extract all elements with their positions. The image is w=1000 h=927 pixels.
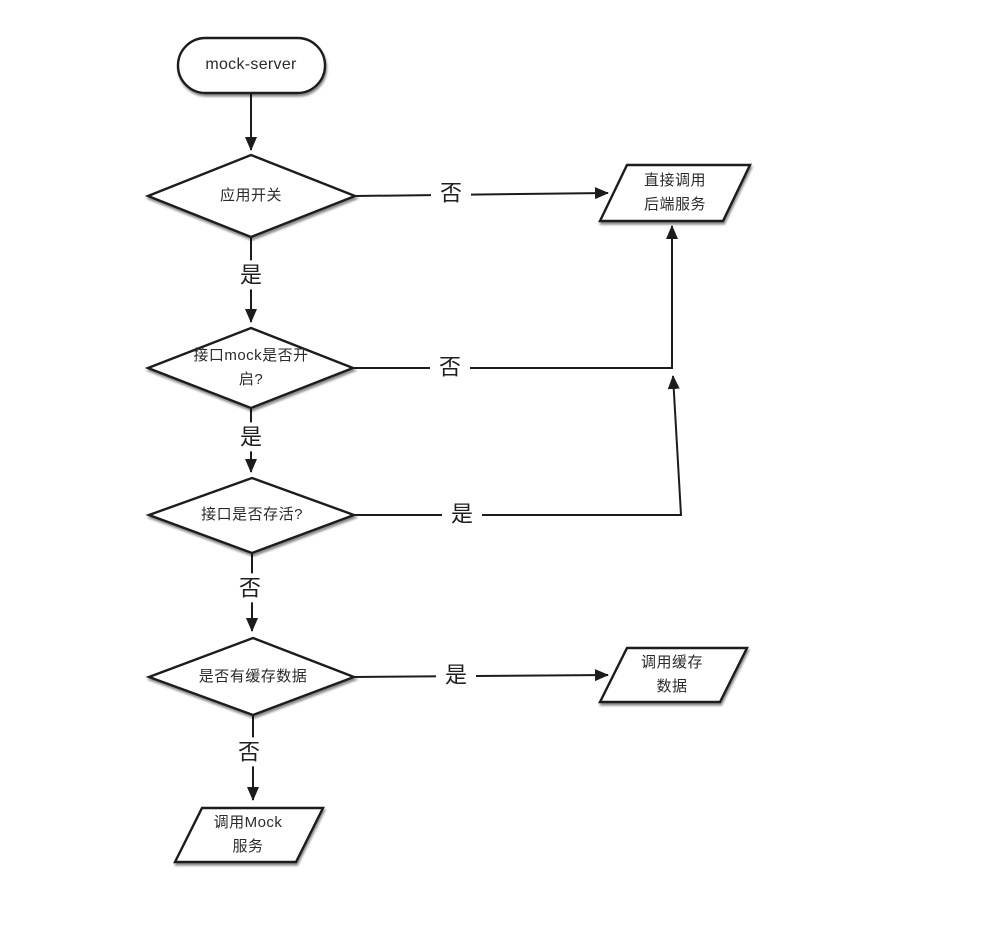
edge-has-cache-yes xyxy=(353,669,609,682)
io-call-cache-shape xyxy=(598,646,749,704)
edge-api-alive-yes xyxy=(354,375,683,516)
decision-api-alive-shape xyxy=(145,476,358,555)
io-call-mock-shape xyxy=(173,806,325,864)
io-call-backend-shape xyxy=(598,163,752,223)
start-node-shape xyxy=(176,36,327,95)
decision-mock-enabled-shape xyxy=(144,326,357,410)
decision-has-cache-shape xyxy=(145,636,358,717)
nodes-layer xyxy=(144,36,752,864)
edge-app-switch-no xyxy=(354,187,609,200)
edge-mock-enabled-no xyxy=(353,225,678,369)
decision-app-switch-shape xyxy=(144,153,359,239)
